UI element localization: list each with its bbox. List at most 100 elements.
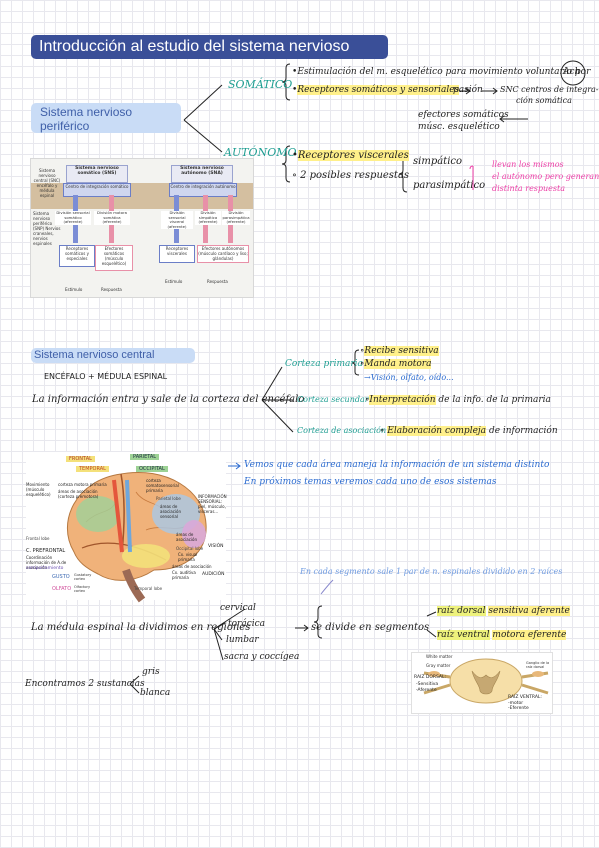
brain-occ-lobe: Occipital lobe: [176, 546, 204, 551]
brain-comportamiento: comportamiento: [26, 566, 64, 571]
interpretacion-text: Interpretación: [369, 395, 436, 405]
interpretacion-rest: de la info. de la primaria: [438, 395, 551, 405]
autonomo-item-2: ∘ 2 posibles respuestas: [292, 170, 410, 181]
brain-areas-asoc: áreas de asociación: [176, 532, 198, 542]
corteza-asociacion: Corteza de asociación: [297, 426, 387, 435]
pasion-label: pasión: [453, 85, 483, 95]
elaboracion-label: ∘ Elaboración compleja de información: [380, 426, 558, 436]
sns-div1: División sensorial somático (aferente): [55, 210, 91, 225]
autonomo-item-2-text: 2 posibles respuestas: [300, 170, 410, 181]
cord-ef: -Eferente: [508, 706, 529, 711]
region-lumbar: lumbar: [226, 635, 259, 645]
brain-somato: corteza somatosensorial primaria: [146, 478, 179, 493]
brain-gusto: GUSTO: [52, 574, 70, 580]
brain-temporal-lobe: Temporal lobe: [134, 586, 163, 591]
sna-center: Centro de integración autónomo: [170, 184, 236, 189]
lobe-frontal: FRONTAL: [66, 456, 95, 462]
sna-div2: División simpática (eferente): [195, 210, 221, 225]
sna-effectors: Efectores autónomos (músculo cardíaco y …: [198, 246, 248, 261]
segmento-note: En cada segmento sale 1 par de n. espina…: [300, 567, 563, 576]
sna-title-box: Sistema nervioso autónomo (SNA): [171, 165, 233, 183]
elaboracion-text: Elaboración compleja: [387, 426, 487, 436]
encefalo-label: ENCÉFALO + MÉDULA ESPINAL: [44, 372, 168, 381]
snp-text: Sistema nervioso periférico (SNP) Nervio…: [33, 211, 61, 246]
brain-vision: VISIÓN: [208, 544, 224, 549]
estimulo-left: Estímulo: [65, 287, 83, 292]
snp-label: Sistema nervioso periférico (SNP) Nervio…: [33, 211, 63, 246]
vision-text: Visión, olfato, oído...: [370, 373, 454, 382]
brain-drawing: [66, 472, 207, 603]
spinal-cord-figure: White matter Gray matter Ganglio de la r…: [411, 652, 553, 714]
pns-figure: Sistema nervioso somático (SNS) Centro d…: [30, 158, 254, 298]
autonomo-note-1: llevan los mismos: [492, 160, 564, 169]
sns-div1-text: División sensorial somático (aferente): [56, 210, 90, 224]
brain-audicion: AUDICIÓN: [202, 572, 225, 577]
sna-div3: División parasimpática (eferente): [222, 210, 250, 225]
parasimpatico-label: parasimpático: [413, 180, 486, 191]
region-sacra: sacra y coccígea: [224, 652, 300, 662]
section-label-peripheral: Sistema nervioso periférico: [31, 103, 181, 133]
estimulo-right: Estímulo: [165, 279, 183, 284]
cord-motor: -motor: [508, 701, 524, 706]
brain-parietal-lobe: Parietal lobe: [156, 496, 181, 501]
brain-gust-cortex: Gustatory cortex: [74, 573, 92, 581]
region-cervical: cervical: [220, 603, 256, 613]
raiz-dorsal-label: raíz dorsal: [437, 606, 486, 616]
brain-coord: Coordinación información de A.de asociac…: [26, 555, 67, 570]
snc-label: Sistema nervioso central (SNC) encéfalo …: [33, 168, 61, 198]
cord-white: White matter: [426, 654, 453, 659]
somatico-item-1: •Estimulación del m. esquelético para mo…: [292, 67, 591, 77]
corteza-primaria: Corteza primaria: [285, 359, 363, 369]
brain-c-motora: corteza motora primaria: [58, 482, 107, 487]
lobe-parietal: PARIETAL: [130, 454, 160, 460]
autonomo-note-2: el autónomo pero generan: [492, 172, 599, 181]
brain-asoc-sens: áreas de asociación sensorial: [160, 504, 182, 519]
snc-label-2: ción somática: [516, 96, 572, 105]
interpretacion-label: ∘Interpretación de la info. de la primar…: [365, 395, 551, 405]
brain-figure: FRONTAL PARIETAL TEMPORAL OCCIPITAL Movi…: [26, 452, 227, 603]
autonomo-label: AUTÓNOMO: [224, 146, 297, 159]
segmentos-text: se divide en segmentos: [311, 622, 430, 633]
raiz-ventral-rest: motora eferente: [492, 630, 567, 640]
raiz-ventral-label: raíz ventral: [437, 630, 490, 640]
brain-a-asoc: áreas de asociación (corteza premotora): [58, 489, 99, 499]
somatico-item-2: •Receptores somáticos y sensoriales: [292, 85, 460, 95]
somatico-item-2-text: Receptores somáticos y sensoriales: [297, 85, 460, 95]
sns-receptors: Receptores somáticos y especiales: [65, 246, 89, 261]
simpatico-label: simpático: [413, 156, 463, 167]
spinal-cord-drawing: [423, 658, 549, 704]
brain-olfato: OLFATO: [52, 586, 72, 592]
cord-gray: Gray matter: [426, 663, 451, 668]
manda-text: Manda motora: [364, 359, 432, 369]
manda-label: ∘Manda motora: [360, 359, 432, 369]
cord-sens: -Sensitiva: [416, 682, 439, 687]
brain-info-sens: INFORMACIÓN SENSORIAL: piel, músculo, ví…: [198, 494, 227, 514]
respuesta-right: Respuesta: [207, 279, 228, 284]
sna-div1-text: División sensorial visceral (aferente): [167, 210, 187, 229]
efectores-label-2: músc. esquelético: [418, 122, 500, 132]
sustancia-gris: gris: [142, 667, 160, 677]
recibe-text: Recibe sensitiva: [364, 346, 439, 356]
sustancias-text: Encontramos 2 sustancias: [25, 679, 145, 689]
sns-effectors-box: Efectores somáticos (músculo esquelético…: [95, 245, 133, 271]
sns-div2-text: División motora somática (eferente): [97, 210, 127, 224]
raiz-ventral: raíz ventral motora eferente: [437, 630, 567, 640]
section-label-central-text: Sistema nervioso central: [34, 349, 155, 361]
sns-center: Centro de integración somático: [65, 184, 129, 189]
sna-receptors: Receptores viscerales: [165, 246, 189, 256]
raiz-dorsal: raíz dorsal sensitiva aferente: [437, 606, 570, 616]
lobe-temporal: TEMPORAL: [76, 466, 109, 472]
lobe-occipital: OCCIPITAL: [136, 466, 168, 472]
info-text: La información entra y sale de la cortez…: [32, 394, 305, 405]
snc-label: SNC centros de integra-: [500, 85, 599, 94]
sna-title: Sistema nervioso autónomo (SNA): [180, 166, 224, 176]
cord-dorsal: RAIZ DORSAL:: [414, 675, 447, 680]
page-title: Introducción al estudio del sistema nerv…: [31, 35, 388, 59]
sns-title-box: Sistema nervioso somático (SNS): [66, 165, 128, 183]
autonomo-note-3: distinta respuesta: [492, 184, 565, 193]
sns-center-box: Centro de integración somático: [63, 183, 131, 197]
somatico-label: SOMÁTICO: [228, 78, 293, 91]
medula-text: La médula espinal la dividimos en region…: [31, 622, 251, 633]
corteza-secundaria: Corteza secundaria: [297, 395, 376, 404]
